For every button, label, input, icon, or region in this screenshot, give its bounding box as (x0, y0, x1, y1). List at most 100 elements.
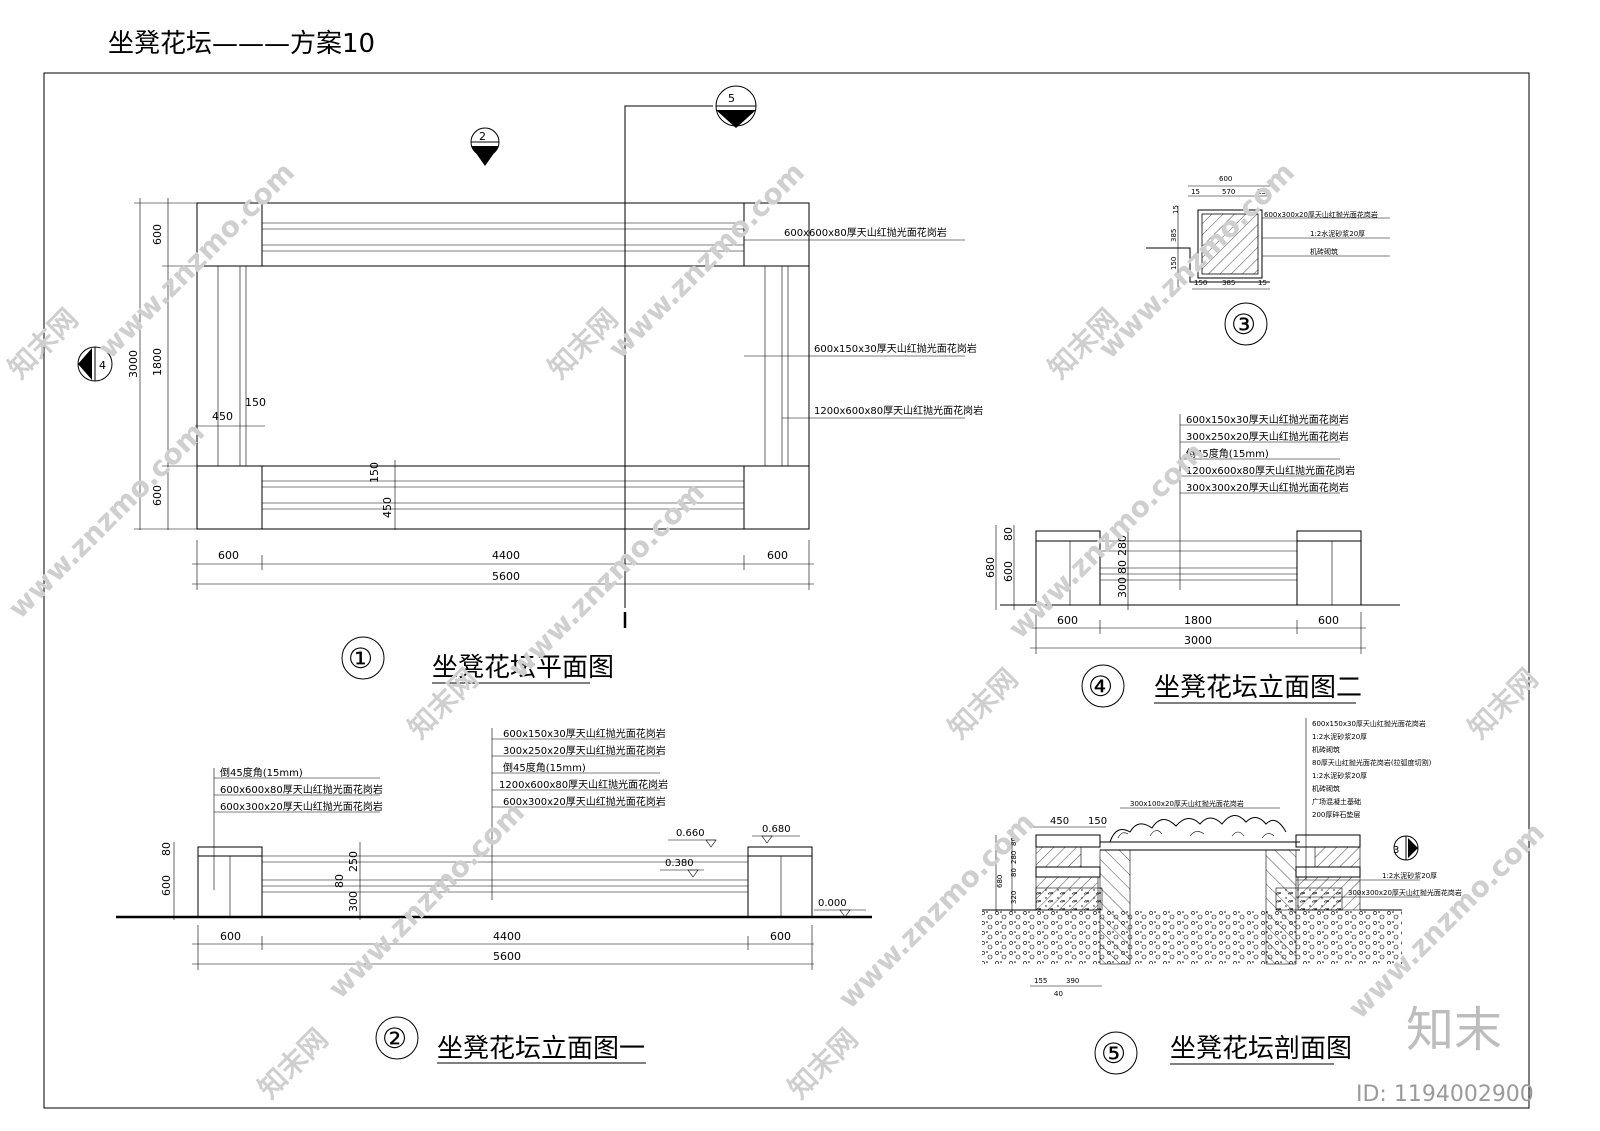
svg-text:300x300x20厚天山红抛光面花岗岩: 300x300x20厚天山红抛光面花岗岩 (1348, 888, 1462, 897)
watermark-site-3: www.znzmo.com (1092, 156, 1301, 365)
svg-text:1800: 1800 (1184, 614, 1212, 627)
drawing-frame (43, 72, 1530, 1109)
svg-text:600x150x30厚天山红抛光面花岗岩: 600x150x30厚天山红抛光面花岗岩 (503, 727, 666, 740)
svg-text:倒45度角(15mm): 倒45度角(15mm) (1186, 447, 1269, 460)
svg-text:80: 80 (1002, 527, 1015, 541)
svg-text:600x300x20厚天山红抛光面花岗岩: 600x300x20厚天山红抛光面花岗岩 (220, 800, 383, 813)
svg-text:倒45度角(15mm): 倒45度角(15mm) (503, 761, 586, 774)
plan-note-2: 600x150x30厚天山红抛光面花岗岩 (814, 342, 977, 355)
watermark-brand-6: 知末网 (942, 662, 1025, 745)
svg-text:0.380: 0.380 (665, 858, 694, 869)
watermark-site-4: www.znzmo.com (2, 416, 211, 625)
svg-text:80: 80 (1010, 837, 1018, 846)
watermark-brand-9: 知末网 (252, 1022, 335, 1105)
svg-text:倒45度角(15mm): 倒45度角(15mm) (220, 766, 303, 779)
svg-text:0.680: 0.680 (762, 824, 791, 835)
svg-text:5: 5 (728, 92, 735, 105)
svg-text:300x300x20厚天山红抛光面花岗岩: 300x300x20厚天山红抛光面花岗岩 (1186, 481, 1349, 494)
plan-dim-v450: 450 (381, 497, 394, 518)
svg-text:390: 390 (1066, 977, 1079, 985)
elevation-2: 80 600 680 280 80 300 600 1800 600 3000 … (984, 413, 1400, 708)
svg-text:150: 150 (1170, 257, 1178, 270)
sheet-title: 坐凳花坛———方案10 (108, 29, 375, 59)
watermark-brand-8: 知末网 (782, 1022, 865, 1105)
plan-dim-3000: 3000 (127, 350, 140, 378)
svg-text:600: 600 (220, 930, 241, 943)
svg-text:机砖砌筑: 机砖砌筑 (1312, 784, 1340, 793)
section-5: 680 80 280 80 320 450 150 155 390 40 300… (982, 718, 1462, 1075)
plan-dim-600-bottom: 600 (151, 485, 164, 506)
watermark-logo: 知末 (1406, 1002, 1502, 1058)
detail-3-number: ③ (1231, 308, 1256, 341)
svg-text:155: 155 (1034, 977, 1047, 985)
watermark-id: ID: 1194002900 (1356, 1082, 1534, 1107)
section-view-number: ⑤ (1101, 1037, 1126, 1070)
svg-text:2: 2 (479, 130, 486, 143)
elevation-1: 80 600 250 80 300 600 4400 600 5600 倒45度… (116, 727, 872, 1064)
watermark-brand-10: 知末网 (1462, 662, 1545, 745)
svg-text:广场混凝土基础: 广场混凝土基础 (1312, 797, 1361, 806)
svg-text:320: 320 (1010, 891, 1018, 904)
elev2-view-number: ④ (1088, 670, 1113, 703)
plan-view: 600 1800 600 3000 450 150 150 450 600 44… (127, 105, 983, 684)
svg-text:1:2水泥砂浆20厚: 1:2水泥砂浆20厚 (1312, 732, 1367, 741)
svg-text:300: 300 (1116, 577, 1129, 598)
plan-note-1: 600x600x80厚天山红抛光面花岗岩 (784, 226, 947, 239)
svg-text:5600: 5600 (493, 950, 521, 963)
svg-text:15: 15 (1258, 279, 1267, 287)
svg-text:80: 80 (160, 842, 173, 856)
svg-text:1:2水泥砂浆20厚: 1:2水泥砂浆20厚 (1382, 871, 1437, 880)
svg-text:0.660: 0.660 (676, 828, 705, 839)
svg-text:机砖砌筑: 机砖砌筑 (1310, 247, 1338, 256)
svg-text:4400: 4400 (493, 930, 521, 943)
svg-text:600x600x80厚天山红抛光面花岗岩: 600x600x80厚天山红抛光面花岗岩 (220, 783, 383, 796)
plan-dim-5600: 5600 (492, 570, 520, 583)
plan-outline (196, 202, 810, 530)
svg-text:300x250x20厚天山红抛光面花岗岩: 300x250x20厚天山红抛光面花岗岩 (1186, 430, 1349, 443)
plan-view-number: ① (348, 642, 373, 675)
svg-text:600: 600 (160, 875, 173, 896)
svg-text:15: 15 (1257, 188, 1266, 196)
svg-text:600: 600 (1057, 614, 1078, 627)
svg-text:80厚天山红抛光面花岗岩(拉弧度切割): 80厚天山红抛光面花岗岩(拉弧度切割) (1312, 758, 1432, 767)
plan-dim-v150: 150 (368, 462, 381, 483)
svg-text:80: 80 (1116, 560, 1129, 574)
svg-text:15: 15 (1172, 205, 1180, 214)
svg-text:80: 80 (1010, 868, 1018, 877)
marker-5: 5 (715, 85, 757, 128)
svg-text:600: 600 (1002, 561, 1015, 582)
svg-text:300: 300 (347, 891, 360, 912)
plan-dim-600-right: 600 (767, 549, 788, 562)
svg-text:600x150x30厚天山红抛光面花岗岩: 600x150x30厚天山红抛光面花岗岩 (1186, 413, 1349, 426)
watermark-site-1: www.znzmo.com (92, 156, 301, 365)
svg-text:450: 450 (1050, 816, 1069, 827)
svg-text:680: 680 (996, 875, 1004, 888)
svg-text:3000: 3000 (1184, 634, 1212, 647)
detail-3: 600 15 570 15 15 385 150 150 385 15 600x… (1146, 175, 1390, 346)
svg-text:1200x600x80厚天山红抛光面花岗岩: 1200x600x80厚天山红抛光面花岗岩 (1186, 464, 1355, 477)
svg-text:280: 280 (1116, 535, 1129, 556)
svg-text:4: 4 (99, 359, 106, 372)
marker-3: 3 (1393, 835, 1419, 861)
svg-text:385: 385 (1222, 279, 1235, 287)
elev2-view-title: 坐凳花坛立面图二 (1154, 673, 1362, 703)
watermark-brand-1: 知末网 (2, 302, 85, 385)
svg-text:600: 600 (770, 930, 791, 943)
plan-note-3: 1200x600x80厚天山红抛光面花岗岩 (814, 404, 983, 417)
svg-text:600x300x20厚天山红抛光面花岗岩: 600x300x20厚天山红抛光面花岗岩 (1264, 210, 1378, 219)
svg-text:150: 150 (1088, 816, 1107, 827)
plan-dim-450: 450 (212, 410, 233, 423)
svg-text:200厚碎石垫层: 200厚碎石垫层 (1312, 810, 1360, 819)
svg-text:600x300x20厚天山红抛光面花岗岩: 600x300x20厚天山红抛光面花岗岩 (503, 795, 666, 808)
svg-text:300x250x20厚天山红抛光面花岗岩: 300x250x20厚天山红抛光面花岗岩 (503, 744, 666, 757)
svg-text:385: 385 (1170, 229, 1178, 242)
svg-text:600: 600 (1219, 175, 1232, 183)
marker-4: 4 (77, 346, 113, 382)
svg-text:680: 680 (984, 557, 997, 578)
section-view-title: 坐凳花坛剖面图 (1170, 1034, 1352, 1064)
plan-dim-150: 150 (245, 396, 266, 409)
svg-text:280: 280 (1010, 851, 1018, 864)
svg-text:250: 250 (347, 851, 360, 872)
watermark-site-2: www.znzmo.com (602, 156, 811, 365)
